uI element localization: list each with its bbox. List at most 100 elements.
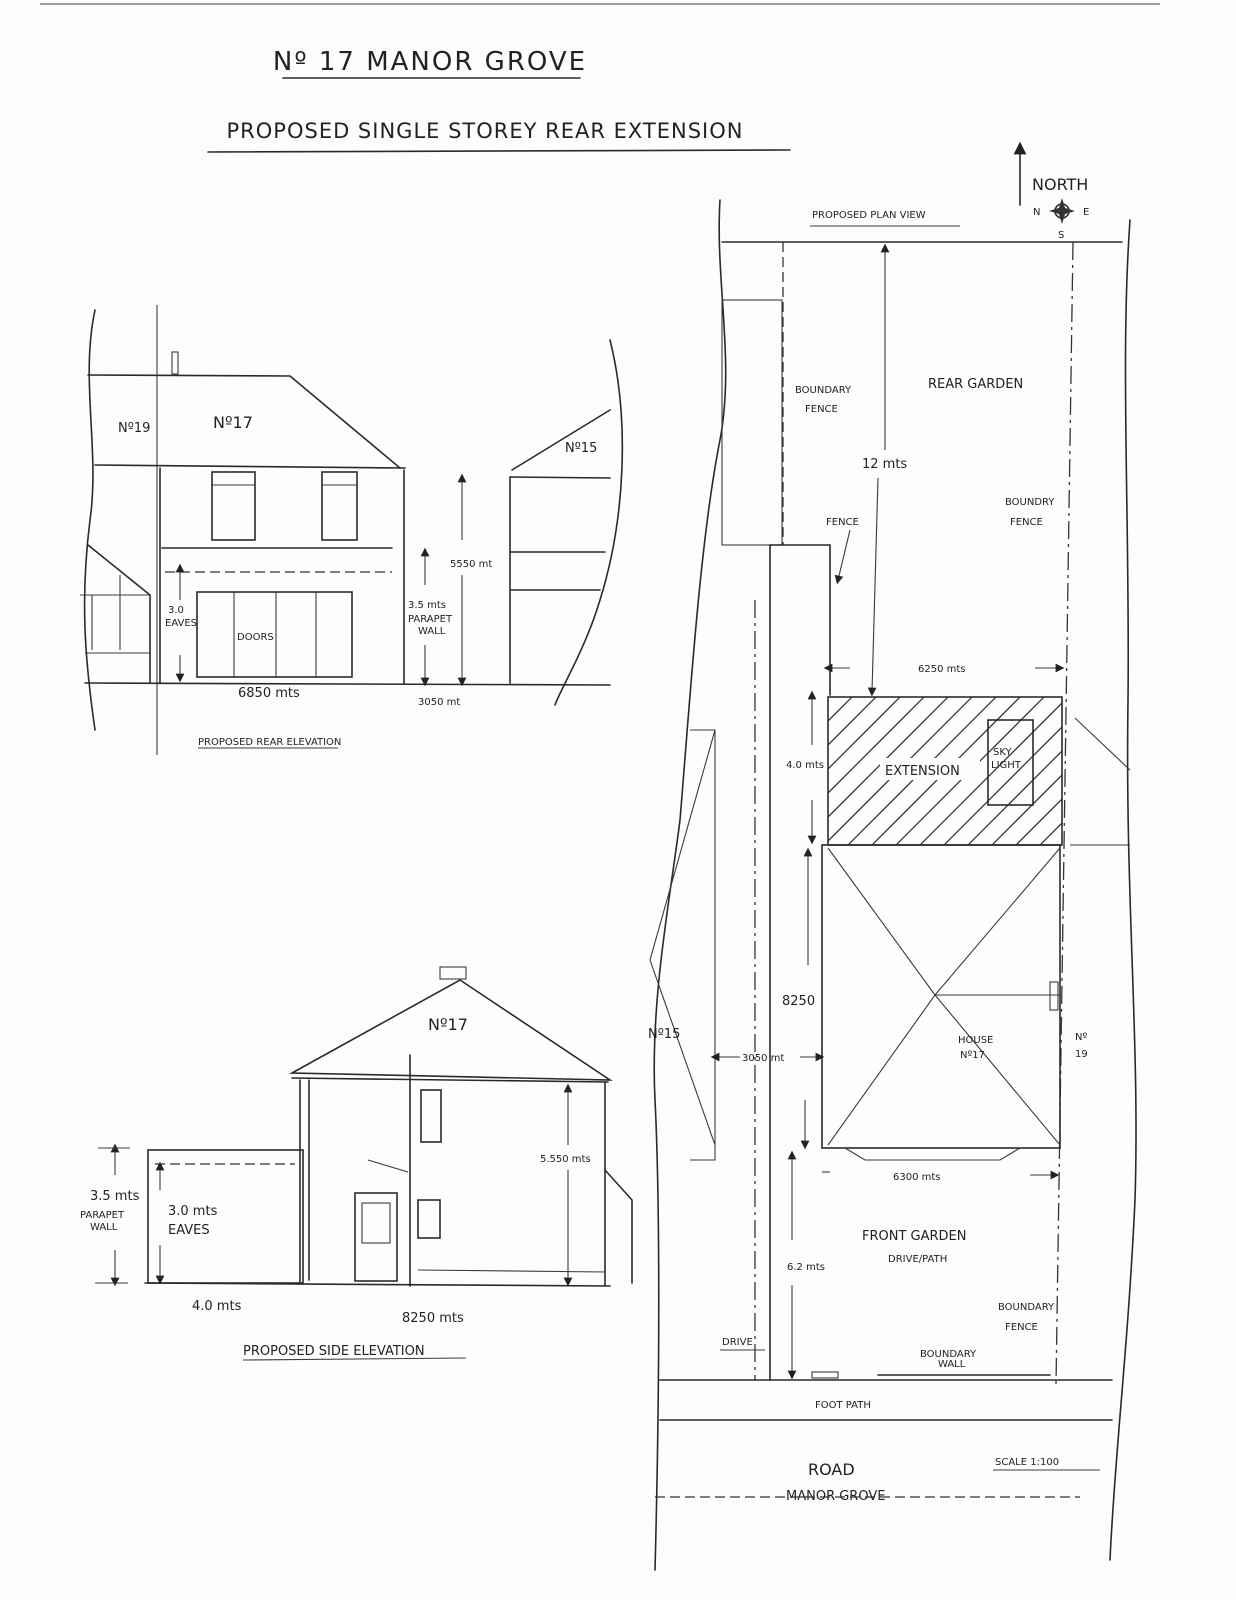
break-line-right xyxy=(1109,219,1137,1561)
eaves-dim: 3.0 mts xyxy=(168,1204,218,1219)
hatch-line xyxy=(828,697,925,794)
front-garden-label: FRONT GARDEN xyxy=(862,1229,967,1244)
compass-s: S xyxy=(1058,230,1064,241)
boundary-fence-right xyxy=(1055,241,1074,1386)
hatch-line xyxy=(828,697,949,818)
window xyxy=(321,471,358,541)
window xyxy=(211,471,256,541)
north-label: NORTH xyxy=(1032,175,1088,194)
window xyxy=(420,1089,442,1143)
boundary-fence-label: FENCE xyxy=(1005,1322,1038,1333)
foot-path-label: FOOT PATH xyxy=(815,1400,871,1411)
label-no15: Nº15 xyxy=(648,1027,680,1042)
height-dim: 5.550 mts xyxy=(540,1154,591,1165)
drawing-subtitle: PROPOSED SINGLE STOREY REAR EXTENSION xyxy=(227,119,744,143)
side-door xyxy=(354,1192,398,1282)
parapet-label: WALL xyxy=(90,1222,118,1233)
hatch-line xyxy=(967,750,1062,845)
eaves-line xyxy=(94,464,406,469)
road-label: ROAD xyxy=(808,1460,855,1479)
label-no19: Nº xyxy=(1075,1032,1087,1043)
compass-e: E xyxy=(1083,207,1089,218)
rear-elevation: DOORS Nº19 Nº17 Nº15 3.0 EAVES 3.5 mts P… xyxy=(80,305,624,755)
house-no15-outline xyxy=(649,729,716,1146)
doors xyxy=(196,591,353,678)
label-no17: Nº17 xyxy=(428,1015,468,1034)
roof-no17 xyxy=(87,374,401,469)
skylight-label: SKY xyxy=(993,747,1013,758)
chimney xyxy=(439,966,467,980)
doors-label: DOORS xyxy=(237,632,274,643)
fence-label: FENCE xyxy=(826,517,859,528)
rear-garden-label: REAR GARDEN xyxy=(928,377,1023,392)
break-line-left xyxy=(83,309,96,731)
hatch-line xyxy=(828,697,829,698)
hatch-line xyxy=(828,697,901,770)
width-dim: 6850 mts xyxy=(238,686,300,701)
house-dim: 8250 mts xyxy=(402,1311,464,1326)
front-depth-dim: 6.2 mts xyxy=(787,1262,825,1273)
house-no17: HOUSE Nº17 xyxy=(821,844,1061,1161)
house-label: HOUSE xyxy=(958,1035,993,1046)
compass-star-icon xyxy=(1049,198,1075,224)
hatch-line xyxy=(1015,798,1062,845)
drive-label: DRIVE xyxy=(722,1337,753,1348)
boundary-fence-label: FENCE xyxy=(1010,517,1043,528)
eaves-label: EAVES xyxy=(168,1223,210,1238)
hatch-line xyxy=(943,726,1062,845)
boundary-wall-label: WALL xyxy=(938,1359,966,1370)
annex xyxy=(604,1169,633,1284)
skylight-label: LIGHT xyxy=(991,760,1022,771)
plot-width-dim: 6250 mts xyxy=(918,664,966,675)
conservatory xyxy=(87,544,151,684)
side-elevation-caption: PROPOSED SIDE ELEVATION xyxy=(243,1344,425,1359)
plan-view-caption: PROPOSED PLAN VIEW xyxy=(812,210,926,221)
parapet-label: PARAPET xyxy=(408,614,453,625)
drawing-title: Nº 17 MANOR GROVE xyxy=(273,47,587,77)
roof-no15 xyxy=(511,409,611,471)
break-line-right xyxy=(554,339,624,706)
side-dim: 3050 mt xyxy=(418,697,460,708)
hatch-line xyxy=(828,697,877,746)
house-label: Nº17 xyxy=(960,1050,985,1061)
boundary-fence-label: BOUNDARY xyxy=(998,1302,1055,1313)
boundary-fence-label: BOUNDRY xyxy=(1005,497,1055,508)
hatch-line xyxy=(991,774,1062,845)
hatch-line xyxy=(919,702,1062,845)
skylight xyxy=(987,719,1034,806)
extension-label: EXTENSION xyxy=(885,764,960,779)
north-compass: NORTH N E S xyxy=(1013,141,1089,241)
label-no17: Nº17 xyxy=(213,413,253,432)
boundary-fence-label: FENCE xyxy=(805,404,838,415)
parapet-label: PARAPET xyxy=(80,1210,125,1221)
hatch-line xyxy=(828,697,853,722)
side-gap-dim: 3050 mt xyxy=(742,1053,784,1064)
plan-view: PROPOSED PLAN VIEW EXTENSION SKY LIGHT xyxy=(648,199,1137,1571)
label-no19: 19 xyxy=(1075,1049,1088,1060)
header: Nº 17 MANOR GROVE PROPOSED SINGLE STOREY… xyxy=(207,47,791,153)
eaves-dim: 3.0 xyxy=(168,605,184,616)
parapet-dim: 3.5 mts xyxy=(90,1189,140,1204)
parapet-label: WALL xyxy=(418,626,446,637)
chimney xyxy=(171,351,179,375)
subtitle-underline xyxy=(207,149,791,153)
garden-dim: 12 mts xyxy=(862,457,907,472)
house-depth-dim: 8250 xyxy=(782,994,815,1009)
ext-depth-dim: 4.0 mts xyxy=(786,760,824,771)
label-no19: Nº19 xyxy=(118,421,150,436)
parapet-dim: 3.5 mts xyxy=(408,600,446,611)
boundary-fence-label: BOUNDARY xyxy=(795,385,852,396)
label-no15: Nº15 xyxy=(565,441,597,456)
scale-label: SCALE 1:100 xyxy=(995,1457,1059,1468)
extension-footprint: EXTENSION SKY LIGHT xyxy=(827,696,1063,846)
break-line-left xyxy=(653,199,727,1571)
roof-gable xyxy=(289,979,613,1081)
height-dim: 5550 mt xyxy=(450,559,492,570)
front-width-dim: 6300 mts xyxy=(893,1172,941,1183)
extension-side xyxy=(147,1149,304,1284)
window xyxy=(417,1199,441,1239)
side-elevation: Nº17 3.5 mts PARAPET WALL 3.0 mts EAVES … xyxy=(80,966,633,1361)
ground-line xyxy=(84,682,611,686)
